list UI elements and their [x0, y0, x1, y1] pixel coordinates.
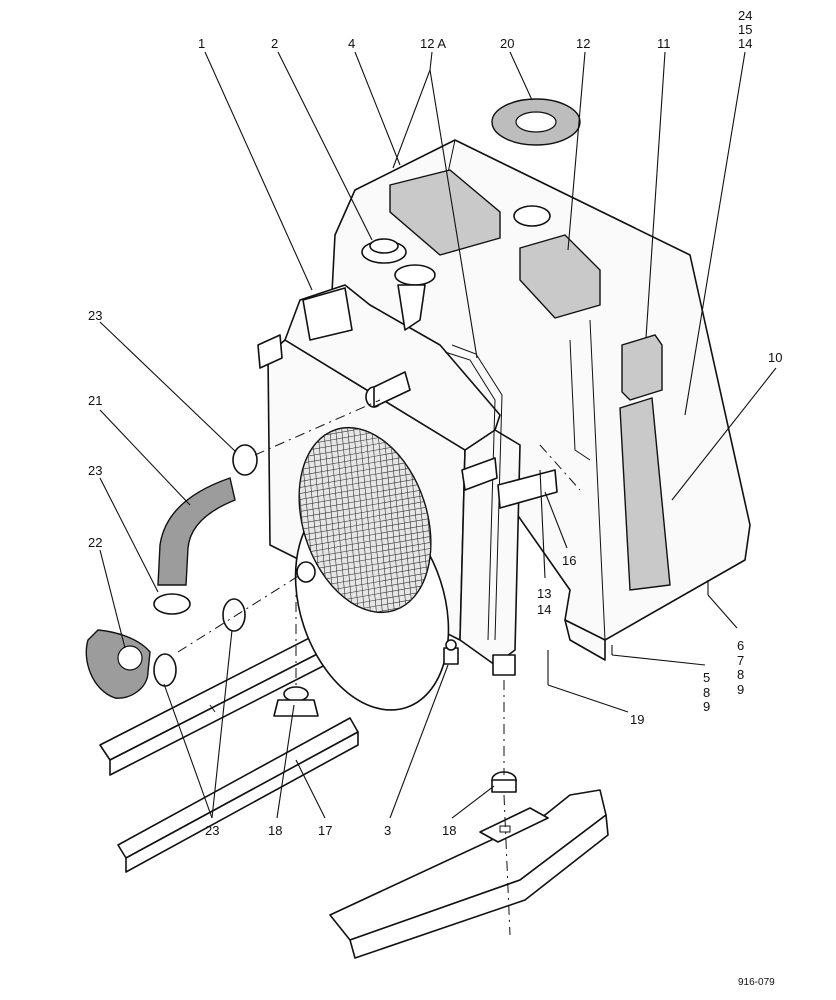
rubber-pad: [491, 98, 581, 146]
foam-strips: [389, 169, 671, 591]
callout-22: 22: [88, 535, 102, 550]
callout-23-upper: 23: [88, 308, 102, 323]
lower-outlet-pipe: [296, 561, 316, 583]
callout-19: 19: [630, 712, 644, 727]
center-lines: [177, 399, 581, 936]
overflow-tube: [444, 344, 503, 641]
callout-4: 4: [348, 36, 355, 51]
callout-10: 10: [768, 350, 782, 365]
callout-23-mid: 23: [88, 463, 102, 478]
filler-neck: [394, 264, 436, 331]
hose-clamps: [153, 444, 258, 687]
mounting-brackets: [257, 334, 558, 676]
callout-14-top: 14: [738, 36, 752, 51]
callout-16: 16: [562, 553, 576, 568]
callout-15: 15: [738, 22, 752, 37]
callout-17: 17: [318, 823, 332, 838]
callout-8-right: 8: [737, 667, 744, 682]
callout-18-left: 18: [268, 823, 282, 838]
callout-21: 21: [88, 393, 102, 408]
leader-lines: [99, 51, 777, 819]
callout-5: 5: [703, 670, 710, 685]
callout-12: 12: [576, 36, 590, 51]
callout-7: 7: [737, 653, 744, 668]
frame-member: [329, 789, 609, 959]
callout-1: 1: [198, 36, 205, 51]
callout-9: 9: [703, 699, 710, 714]
drain-cock: [443, 639, 459, 665]
callout-2: 2: [271, 36, 278, 51]
callout-24: 24: [738, 8, 752, 23]
mount-rubbers: [273, 686, 517, 793]
callout-3: 3: [384, 823, 391, 838]
upper-hose: [157, 477, 236, 586]
radiator-cap: [361, 238, 407, 264]
callout-labels: 1 2 4 12 A 20 12 11 24 15 14 10 23 21 23…: [88, 8, 782, 838]
lower-hose: [85, 629, 151, 699]
callout-13: 13: [537, 586, 551, 601]
callout-12a: 12 A: [420, 36, 446, 51]
callout-23-lower: 23: [205, 823, 219, 838]
callout-8: 8: [703, 685, 710, 700]
upper-outlet-pipe: [365, 371, 411, 408]
figure-code: 916-079: [738, 977, 775, 988]
callout-11: 11: [657, 36, 671, 51]
callout-20: 20: [500, 36, 514, 51]
callout-18-right: 18: [442, 823, 456, 838]
callout-6: 6: [737, 638, 744, 653]
callout-9-right: 9: [737, 682, 744, 697]
callout-14-mid: 14: [537, 602, 551, 617]
